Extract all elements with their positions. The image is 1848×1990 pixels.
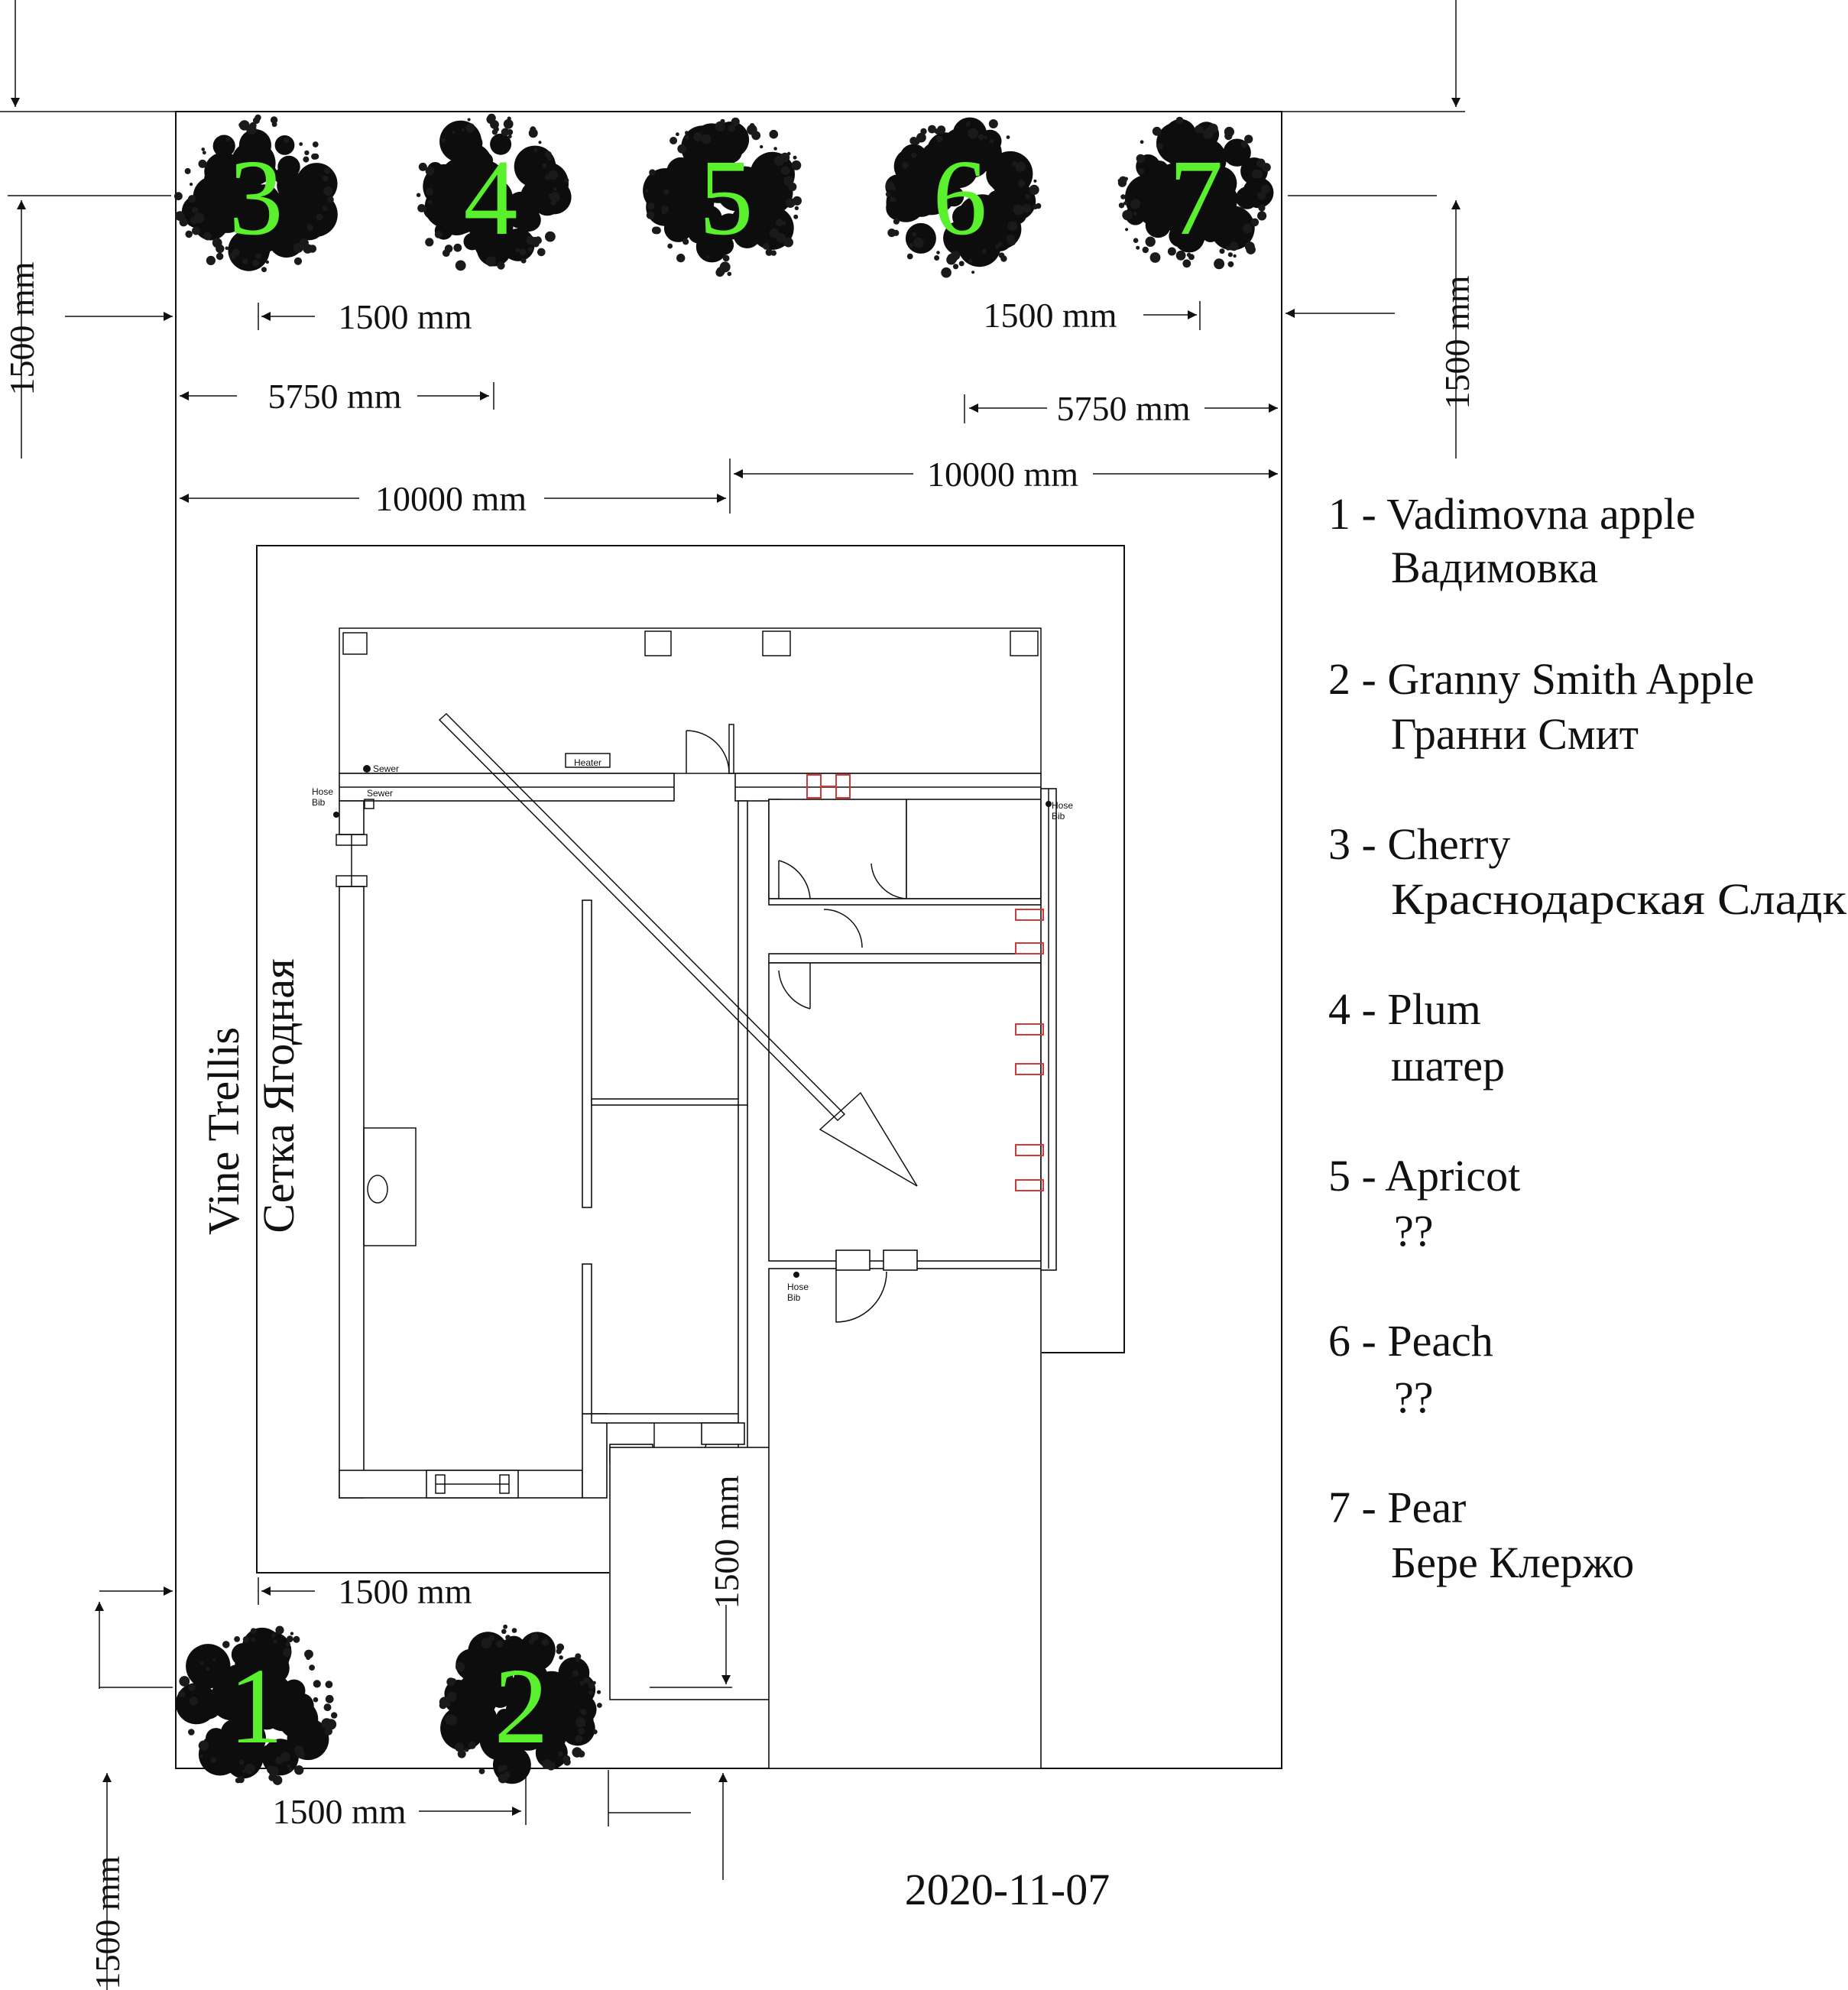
hose-bib-label-left-2: Bib: [312, 797, 326, 808]
legend-item-3-ru: Краснодарская Сладк: [1391, 874, 1847, 924]
legend-item-1-en: 1 - Vadimovna apple: [1328, 489, 1696, 539]
hose-bib-label-right-2: Bib: [1052, 811, 1065, 822]
dim-label-bottom-vertical: 1500 mm: [88, 1855, 127, 1989]
legend-item-7-ru: Бере Клержо: [1391, 1538, 1634, 1587]
trellis-label-ru: Сетка Ягодная: [254, 958, 303, 1233]
sink-icon: [367, 1175, 388, 1204]
trellis-outline: [256, 545, 1125, 1574]
tree-3: 3: [174, 114, 338, 273]
tree-5: 5: [643, 117, 802, 277]
hose-bib-label-right-1: Hose: [1052, 800, 1073, 811]
legend-item-6-en: 6 - Peach: [1328, 1316, 1493, 1366]
hose-bib-label-left-1: Hose: [312, 786, 333, 797]
tree-4: 4: [416, 113, 572, 271]
legend-item-2-en: 2 - Granny Smith Apple: [1328, 654, 1754, 704]
legend-item-6-ru: ??: [1394, 1373, 1434, 1422]
tree-canopy-icon: [175, 1625, 338, 1785]
tree-number-label: 2: [494, 1645, 549, 1766]
tree-number-label: 4: [464, 137, 518, 258]
hose-bib-label-lower-2: Bib: [787, 1292, 801, 1303]
trellis-label-en: Vine Trellis: [199, 1027, 248, 1235]
kitchen-counter: [363, 1127, 417, 1246]
legend-item-4-ru: шатер: [1391, 1041, 1505, 1091]
house: [333, 627, 1057, 1769]
tree-canopy-icon: [439, 1624, 602, 1784]
dim-label-bottom-horizontal: 1500 mm: [272, 1792, 406, 1831]
trees: 3 4 5 6 7 1 2: [174, 113, 1274, 1785]
legend-item-1-ru: Вадимовка: [1391, 543, 1598, 592]
tree-canopy-icon: [885, 117, 1042, 278]
sewer-label-upper: Sewer: [373, 763, 399, 774]
tree-6: 6: [885, 117, 1042, 278]
tree-canopy-icon: [416, 113, 572, 271]
heater-label: Heater: [574, 757, 601, 768]
dim-label-tree-spacing-right: 1500 mm: [983, 296, 1117, 335]
legend-item-4-en: 4 - Plum: [1328, 984, 1481, 1034]
legend-item-5-ru: ??: [1394, 1206, 1434, 1256]
legend: 1 - Vadimovna apple Вадимовка 2 - Granny…: [1328, 489, 1847, 1587]
hose-bib-label-lower-1: Hose: [787, 1282, 809, 1292]
dim-label-offset-right: 5750 mm: [1056, 389, 1190, 428]
tree-1: 1: [175, 1625, 338, 1785]
legend-item-2-ru: Гранни Смит: [1391, 709, 1639, 759]
legend-item-7-en: 7 - Pear: [1328, 1483, 1466, 1532]
dim-label-right-vertical: 1500 mm: [1438, 275, 1477, 409]
heater-box: [565, 753, 611, 768]
tree-canopy-icon: [643, 117, 802, 277]
tree-canopy-icon: [1117, 116, 1274, 270]
dim-label-half-width-right: 10000 mm: [927, 455, 1078, 494]
tree-number-label: 1: [229, 1645, 284, 1766]
dim-label-lower-tree-spacing: 1500 mm: [338, 1572, 472, 1611]
tree-number-label: 6: [933, 137, 987, 258]
legend-item-3-en: 3 - Cherry: [1328, 819, 1510, 869]
dim-label-left-vertical: 1500 mm: [2, 261, 41, 395]
legend-item-5-en: 5 - Apricot: [1328, 1151, 1520, 1201]
dim-label-tree-spacing-left: 1500 mm: [338, 297, 472, 336]
drawing-date: 2020-11-07: [905, 1865, 1110, 1914]
tree-number-label: 7: [1169, 137, 1224, 258]
dim-label-half-width-left: 10000 mm: [375, 479, 527, 518]
tree-2: 2: [439, 1624, 602, 1784]
dim-label-offset-left: 5750 mm: [267, 377, 401, 416]
direction-arrow: [438, 712, 918, 1187]
dim-label-lower-vertical: 1500 mm: [707, 1475, 746, 1609]
tree-number-label: 5: [699, 137, 754, 258]
sewer-label-lower: Sewer: [367, 788, 393, 799]
windows: [806, 774, 1044, 1191]
tree-canopy-icon: [174, 114, 338, 273]
tree-number-label: 3: [229, 137, 284, 258]
tree-7: 7: [1117, 116, 1274, 270]
